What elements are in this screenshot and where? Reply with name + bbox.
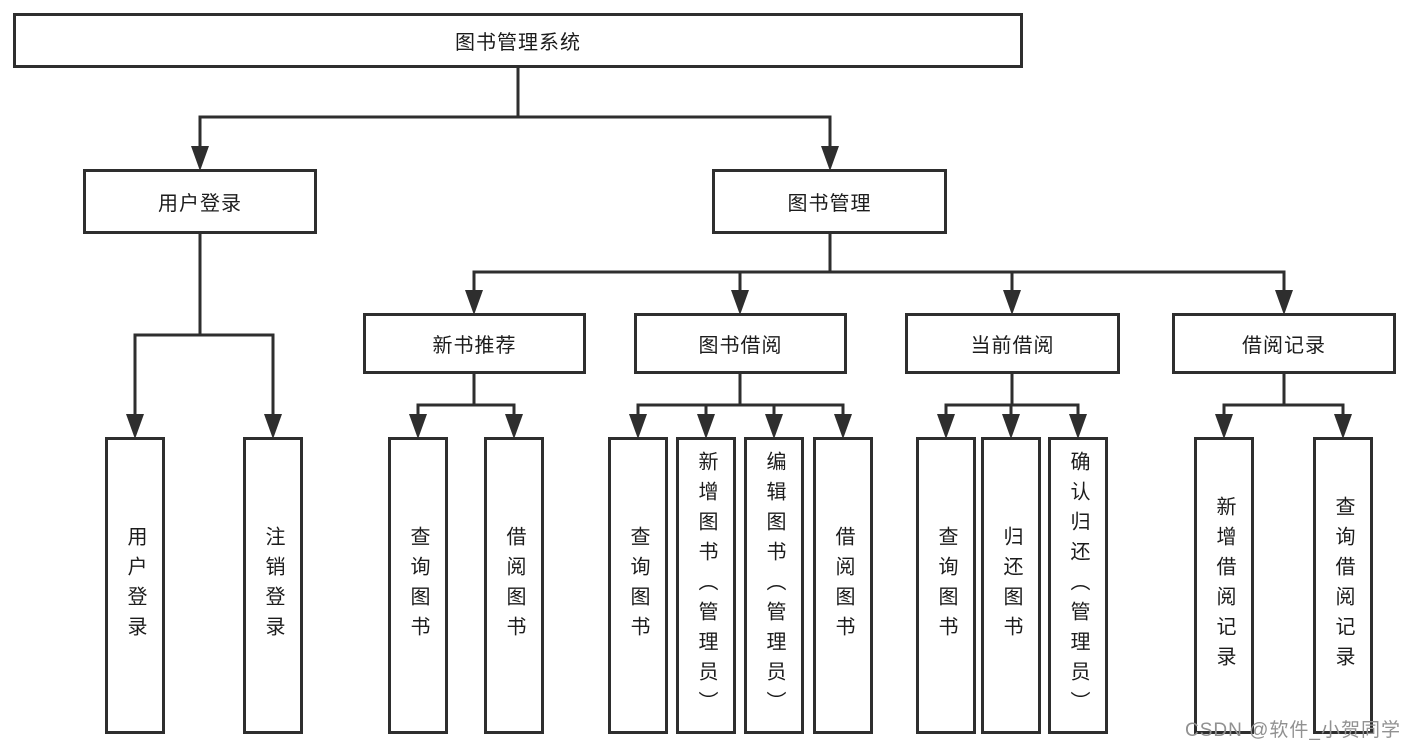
leaf-label: 新增借阅记录	[1213, 495, 1235, 676]
leaf-label: 查询借阅记录	[1332, 495, 1354, 676]
leaf-label: 注销登录	[262, 525, 284, 646]
arrowhead-down-icon	[731, 290, 749, 315]
leaf-label: 确认归还（管理员）	[1067, 450, 1089, 721]
arrowhead-down-icon	[1002, 414, 1020, 439]
arrowhead-down-icon	[821, 146, 839, 171]
leaf-label: 编辑图书（管理员）	[763, 450, 785, 721]
arrowhead-down-icon	[505, 414, 523, 439]
node-label: 图书管理	[787, 193, 872, 215]
node-label: 图书借阅	[698, 335, 783, 357]
arrowhead-down-icon	[937, 414, 955, 439]
leaf-label: 借阅图书	[832, 525, 854, 646]
node-label: 图书管理系统	[455, 32, 581, 54]
arrowheads	[126, 146, 1352, 439]
arrowhead-down-icon	[465, 290, 483, 315]
leaf-add-book-admin: 新增图书（管理员）	[676, 437, 736, 734]
node-user-login: 用户登录	[83, 169, 317, 234]
node-root-system: 图书管理系统	[13, 13, 1023, 68]
leaf-confirm-return-admin: 确认归还（管理员）	[1048, 437, 1108, 734]
leaf-label: 新增图书（管理员）	[695, 450, 717, 721]
arrowhead-down-icon	[126, 414, 144, 439]
leaf-query-borrow-record: 查询借阅记录	[1313, 437, 1373, 734]
arrowhead-down-icon	[1275, 290, 1293, 315]
csdn-watermark: CSDN @软件_小贺同学	[1185, 720, 1401, 741]
node-current-borrow: 当前借阅	[905, 313, 1120, 374]
leaf-borrow-books: 借阅图书	[813, 437, 873, 734]
leaf-edit-book-admin: 编辑图书（管理员）	[744, 437, 804, 734]
node-label: 新书推荐	[432, 335, 517, 357]
node-borrow-records: 借阅记录	[1172, 313, 1396, 374]
node-label: 当前借阅	[970, 335, 1055, 357]
leaf-label: 查询图书	[627, 525, 649, 646]
node-book-management: 图书管理	[712, 169, 947, 234]
leaf-label: 查询图书	[935, 525, 957, 646]
arrowhead-down-icon	[697, 414, 715, 439]
leaf-logout: 注销登录	[243, 437, 303, 734]
arrowhead-down-icon	[629, 414, 647, 439]
arrowhead-down-icon	[409, 414, 427, 439]
arrowhead-down-icon	[191, 146, 209, 171]
node-label: 用户登录	[158, 193, 242, 215]
leaf-user-login: 用户登录	[105, 437, 165, 734]
leaf-borrow-books-recommend: 借阅图书	[484, 437, 544, 734]
leaf-add-borrow-record: 新增借阅记录	[1194, 437, 1254, 734]
arrowhead-down-icon	[264, 414, 282, 439]
leaf-label: 查询图书	[407, 525, 429, 646]
leaf-return-books: 归还图书	[981, 437, 1041, 734]
leaf-query-books-borrow: 查询图书	[608, 437, 668, 734]
arrowhead-down-icon	[1215, 414, 1233, 439]
arrowhead-down-icon	[1003, 290, 1021, 315]
arrowhead-down-icon	[1334, 414, 1352, 439]
arrowhead-down-icon	[1069, 414, 1087, 439]
node-new-book-recommend: 新书推荐	[363, 313, 586, 374]
leaf-label: 归还图书	[1000, 525, 1022, 646]
leaf-label: 用户登录	[124, 525, 146, 646]
node-label: 借阅记录	[1242, 335, 1326, 357]
leaf-label: 借阅图书	[503, 525, 525, 646]
node-book-borrow: 图书借阅	[634, 313, 847, 374]
arrowhead-down-icon	[765, 414, 783, 439]
leaf-query-books-recommend: 查询图书	[388, 437, 448, 734]
leaf-query-books-current: 查询图书	[916, 437, 976, 734]
arrowhead-down-icon	[834, 414, 852, 439]
